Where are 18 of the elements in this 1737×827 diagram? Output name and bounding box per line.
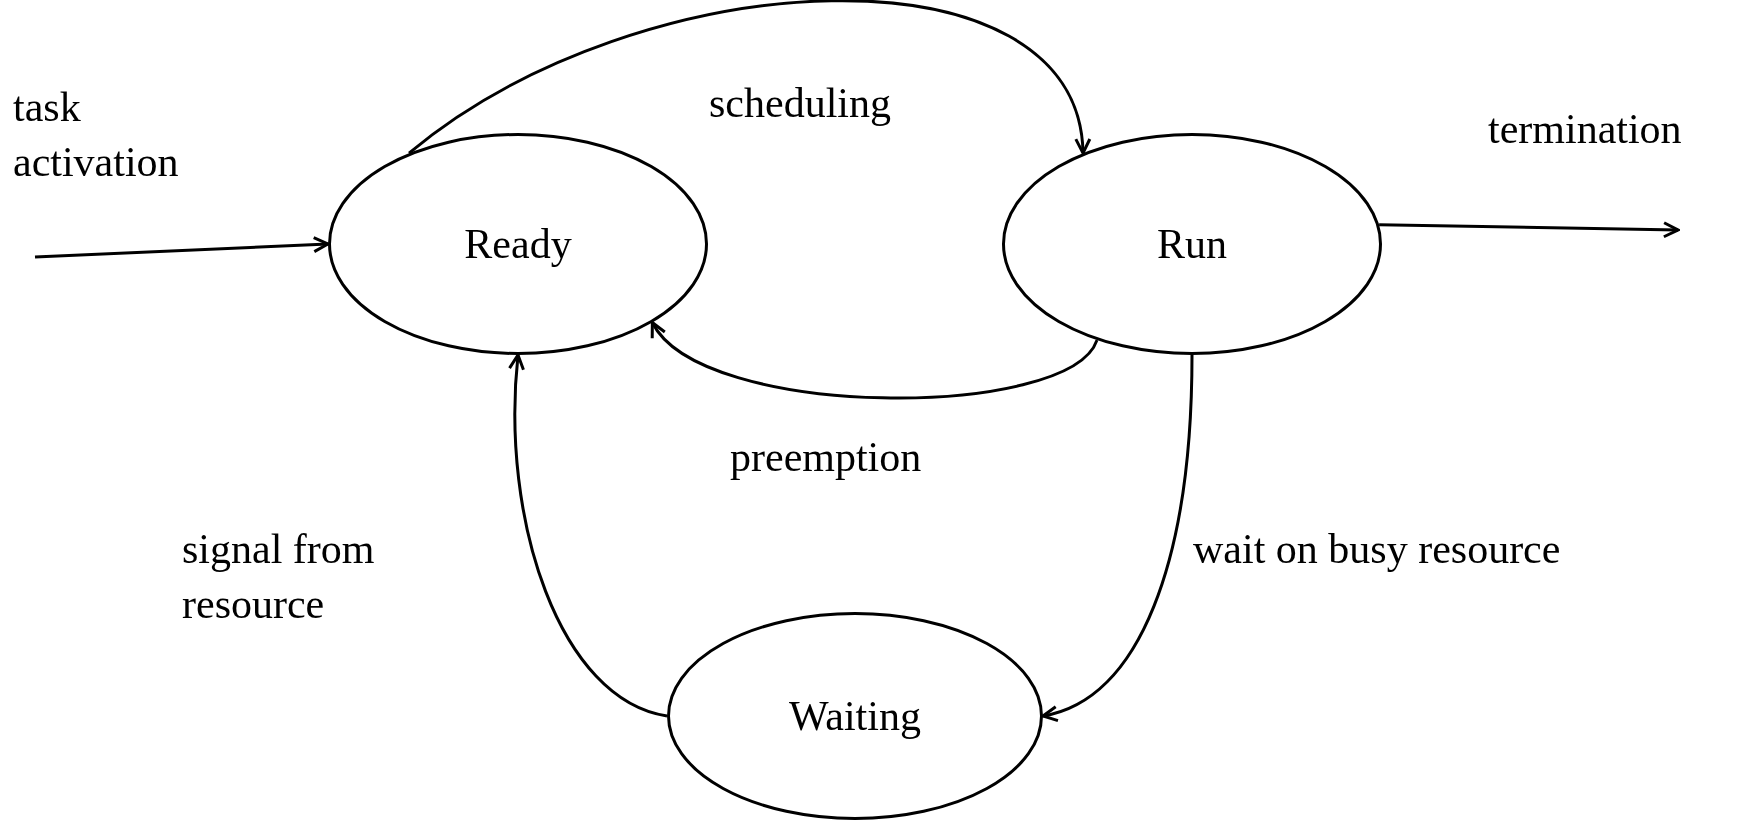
- edge-label: signal from resource: [182, 525, 376, 629]
- state-label: Run: [1156, 220, 1228, 268]
- edge-label: preemption: [730, 433, 922, 482]
- transition-arrow: [1379, 221, 1680, 239]
- state-ellipse: [328, 133, 708, 355]
- state-ellipse: [667, 612, 1043, 820]
- transition-arrow: [650, 321, 1099, 400]
- edge-label: task activation: [13, 83, 180, 187]
- transition-arrow: [408, 0, 1089, 155]
- state-label: Ready: [463, 220, 573, 268]
- state-ellipse: [1002, 133, 1382, 355]
- state-label: Waiting: [788, 692, 922, 740]
- transition-arrow: [34, 236, 330, 259]
- edge-label: scheduling: [709, 79, 891, 128]
- edge-label: termination: [1488, 105, 1682, 154]
- transition-arrow: [1041, 354, 1194, 721]
- transition-arrow: [508, 353, 668, 718]
- edge-label: wait on busy resource: [1193, 525, 1561, 574]
